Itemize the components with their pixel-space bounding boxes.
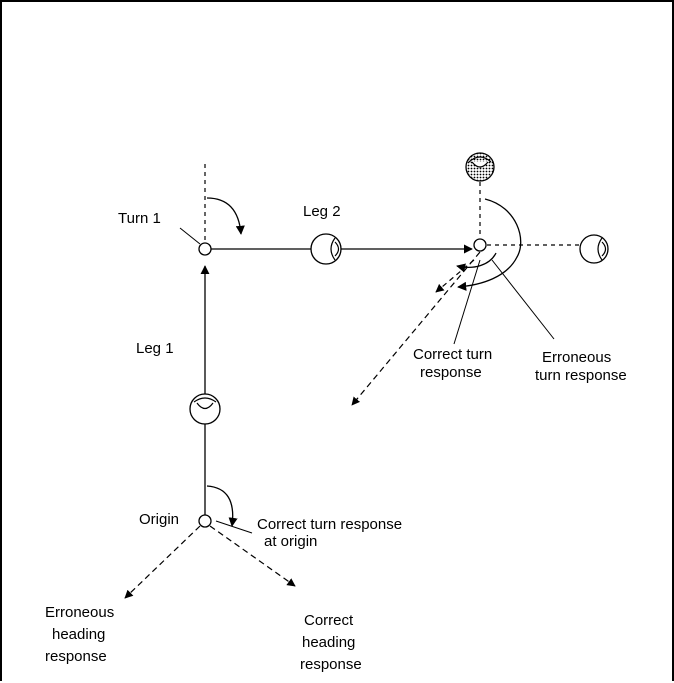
turn1-waypoint-marker bbox=[198, 242, 212, 256]
label-leg-1: Leg 1 bbox=[136, 340, 174, 357]
label-erroneous-turn-response-line1: Erroneous bbox=[542, 349, 611, 366]
erroneous-turn-response-leader bbox=[491, 259, 555, 340]
turn2-waypoint-marker bbox=[473, 238, 487, 252]
label-erroneous-heading-line1: Erroneous bbox=[45, 604, 114, 621]
turn2-heading-dashed-arrow-short bbox=[435, 259, 475, 293]
erroneous-heading-dashed-arrow bbox=[124, 525, 201, 599]
turn2-heading-dashed-arrow-long bbox=[351, 251, 481, 406]
leg2-eye-icon bbox=[310, 233, 342, 265]
label-erroneous-heading-line2: heading bbox=[52, 626, 105, 643]
label-correct-turn-response-line1: Correct turn bbox=[413, 346, 492, 363]
label-correct-heading-line3: response bbox=[300, 656, 362, 673]
label-correct-turn-response-line2: response bbox=[420, 364, 482, 381]
label-erroneous-heading-line3: response bbox=[45, 648, 107, 665]
correct-heading-dashed-arrow bbox=[209, 525, 296, 587]
label-correct-turn-origin-line1: Correct turn response bbox=[257, 516, 402, 533]
label-leg-2: Leg 2 bbox=[303, 203, 341, 220]
label-correct-heading-line2: heading bbox=[302, 634, 355, 651]
turn1-arc-arrow bbox=[206, 197, 245, 235]
origin-turn-arc-arrow bbox=[206, 485, 238, 527]
label-turn-1: Turn 1 bbox=[118, 210, 161, 227]
turn1-leader-line bbox=[179, 227, 201, 245]
label-correct-turn-origin-line2: at origin bbox=[264, 533, 317, 550]
leg1-eye-icon bbox=[189, 393, 221, 425]
label-correct-heading-line1: Correct bbox=[304, 612, 354, 629]
label-erroneous-turn-response-line2: turn response bbox=[535, 367, 627, 384]
correct-turn-response-arc bbox=[456, 252, 497, 273]
label-origin: Origin bbox=[139, 511, 179, 528]
origin-marker bbox=[198, 514, 212, 528]
turn2-up-eye-icon bbox=[465, 152, 495, 182]
turn2-right-eye-icon bbox=[579, 234, 609, 264]
correct-turn-response-leader bbox=[453, 259, 481, 345]
origin-correct-turn-leader bbox=[215, 520, 253, 534]
erroneous-turn-response-arc bbox=[457, 198, 522, 291]
